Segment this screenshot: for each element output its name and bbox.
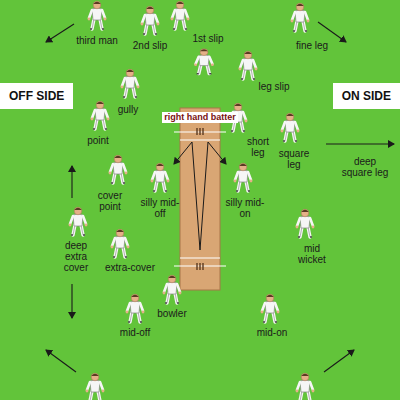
fielder-figure bbox=[126, 294, 145, 322]
position-label: mid-off bbox=[120, 327, 150, 338]
fielder-figure bbox=[141, 6, 160, 34]
position-label: square leg bbox=[271, 148, 317, 170]
side-box: OFF SIDE bbox=[0, 83, 73, 109]
pitch bbox=[180, 108, 220, 290]
position-label: silly mid-off bbox=[139, 197, 181, 219]
side-label: OFF SIDE bbox=[9, 89, 64, 103]
position-label: extra-cover bbox=[105, 262, 155, 273]
position-label: fine leg bbox=[296, 40, 328, 51]
position-label: bowler bbox=[157, 308, 186, 319]
position-label: gully bbox=[118, 104, 139, 115]
position-label: 1st slip bbox=[192, 33, 223, 44]
position-label: deep square leg bbox=[339, 156, 391, 178]
fielder-figure bbox=[281, 113, 300, 141]
fielder-figure bbox=[291, 3, 310, 31]
fielder-figure bbox=[91, 101, 110, 129]
side-box: ON SIDE bbox=[333, 83, 400, 109]
creases bbox=[174, 132, 226, 266]
side-label: ON SIDE bbox=[342, 89, 391, 103]
position-label: cover point bbox=[91, 190, 129, 212]
bowler-figure bbox=[163, 275, 182, 303]
position-label: deep extra cover bbox=[58, 240, 94, 273]
wicket-keeper-figure bbox=[194, 49, 214, 74]
fielder-figure bbox=[261, 294, 280, 322]
fielder-figure bbox=[109, 155, 128, 183]
batter-label: right hand batter bbox=[162, 112, 238, 123]
batter-direction-arrows bbox=[174, 142, 226, 250]
position-label: mid-on bbox=[257, 327, 288, 338]
position-label: third man bbox=[76, 35, 118, 46]
position-label: short leg bbox=[243, 136, 273, 158]
fielder-figure bbox=[239, 51, 258, 79]
fielder-figure bbox=[296, 373, 315, 400]
fielder-figure bbox=[296, 209, 315, 237]
fielder-figure bbox=[111, 229, 130, 257]
position-label: silly mid-on bbox=[224, 197, 266, 219]
position-label: 2nd slip bbox=[133, 40, 167, 51]
fielder-figure bbox=[171, 1, 190, 29]
position-label: leg slip bbox=[258, 81, 289, 92]
fielder-figure bbox=[69, 207, 88, 235]
fielder-figure bbox=[88, 1, 107, 29]
position-label: mid wicket bbox=[291, 243, 333, 265]
fielder-figure bbox=[121, 69, 140, 97]
fielder-figure bbox=[234, 163, 253, 191]
fielder-figure bbox=[86, 373, 105, 400]
position-label: point bbox=[87, 135, 109, 146]
direction-arrows bbox=[46, 22, 394, 372]
fielder-figure bbox=[151, 163, 170, 191]
